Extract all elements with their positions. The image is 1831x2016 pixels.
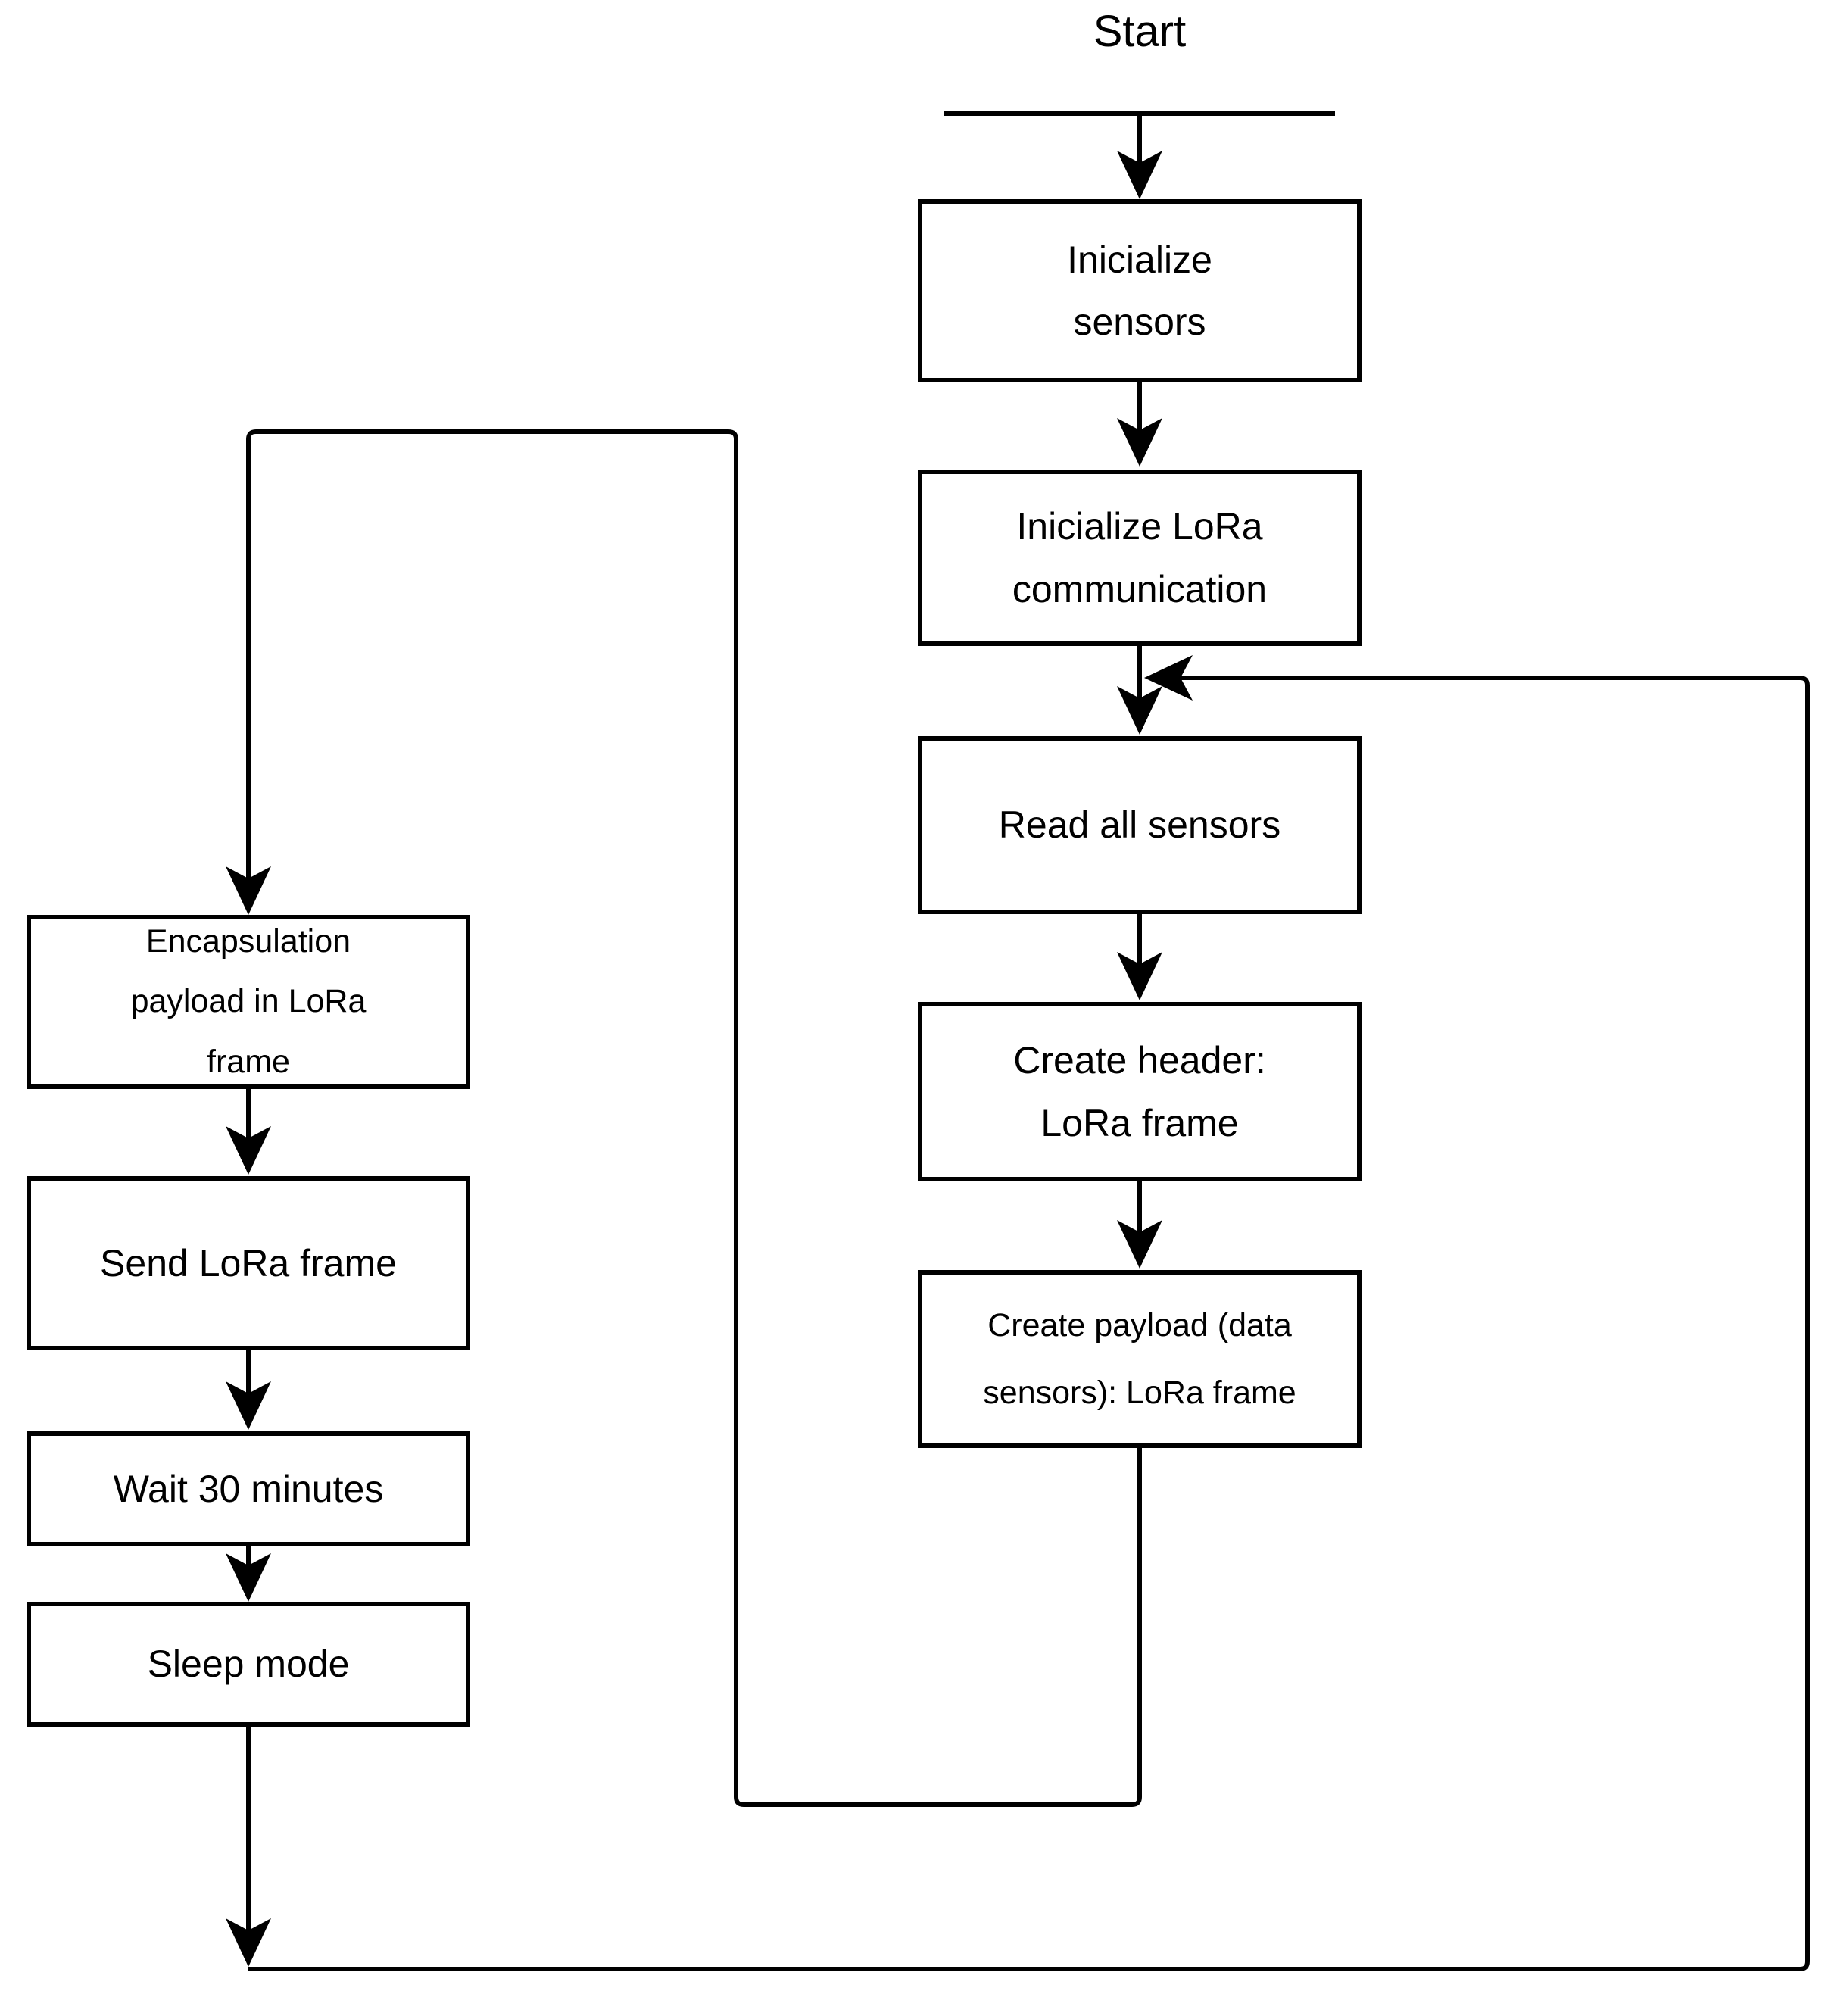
- box-read-all-sensors: Read all sensors: [918, 736, 1362, 914]
- edge-payload-encapsulation: [246, 429, 1142, 1807]
- box-wait-30-minutes: Wait 30 minutes: [27, 1431, 470, 1546]
- box-sleep-mode: Sleep mode: [27, 1602, 470, 1727]
- arrowhead-bottom-corner: [226, 1918, 271, 1967]
- arrowhead-feedback-junction: [1144, 655, 1193, 701]
- arrowhead-into-inicialize-lora: [1117, 418, 1162, 467]
- box-send-lora-frame: Send LoRa frame: [27, 1176, 470, 1350]
- box-create-header: Create header: LoRa frame: [918, 1002, 1362, 1181]
- box-inicialize-lora: Inicialize LoRa communication: [918, 470, 1362, 646]
- arrowhead-into-send-frame: [226, 1126, 271, 1175]
- arrowhead-into-read-sensors: [1117, 686, 1162, 735]
- arrowhead-into-encapsulation: [226, 866, 271, 915]
- arrowhead-into-sleep: [226, 1553, 271, 1602]
- box-encapsulation: Encapsulation payload in LoRa frame: [27, 915, 470, 1089]
- box-create-payload: Create payload (data sensors): LoRa fram…: [918, 1270, 1362, 1448]
- arrowhead-into-inicialize-sensors: [1117, 151, 1162, 199]
- arrowhead-into-create-header: [1117, 952, 1162, 1000]
- box-inicialize-sensors: Inicialize sensors: [918, 199, 1362, 382]
- arrowhead-into-create-payload: [1117, 1220, 1162, 1269]
- edge-feedback-loop: [248, 676, 1810, 1971]
- start-label: Start: [1093, 7, 1187, 56]
- arrowhead-into-wait: [226, 1381, 271, 1430]
